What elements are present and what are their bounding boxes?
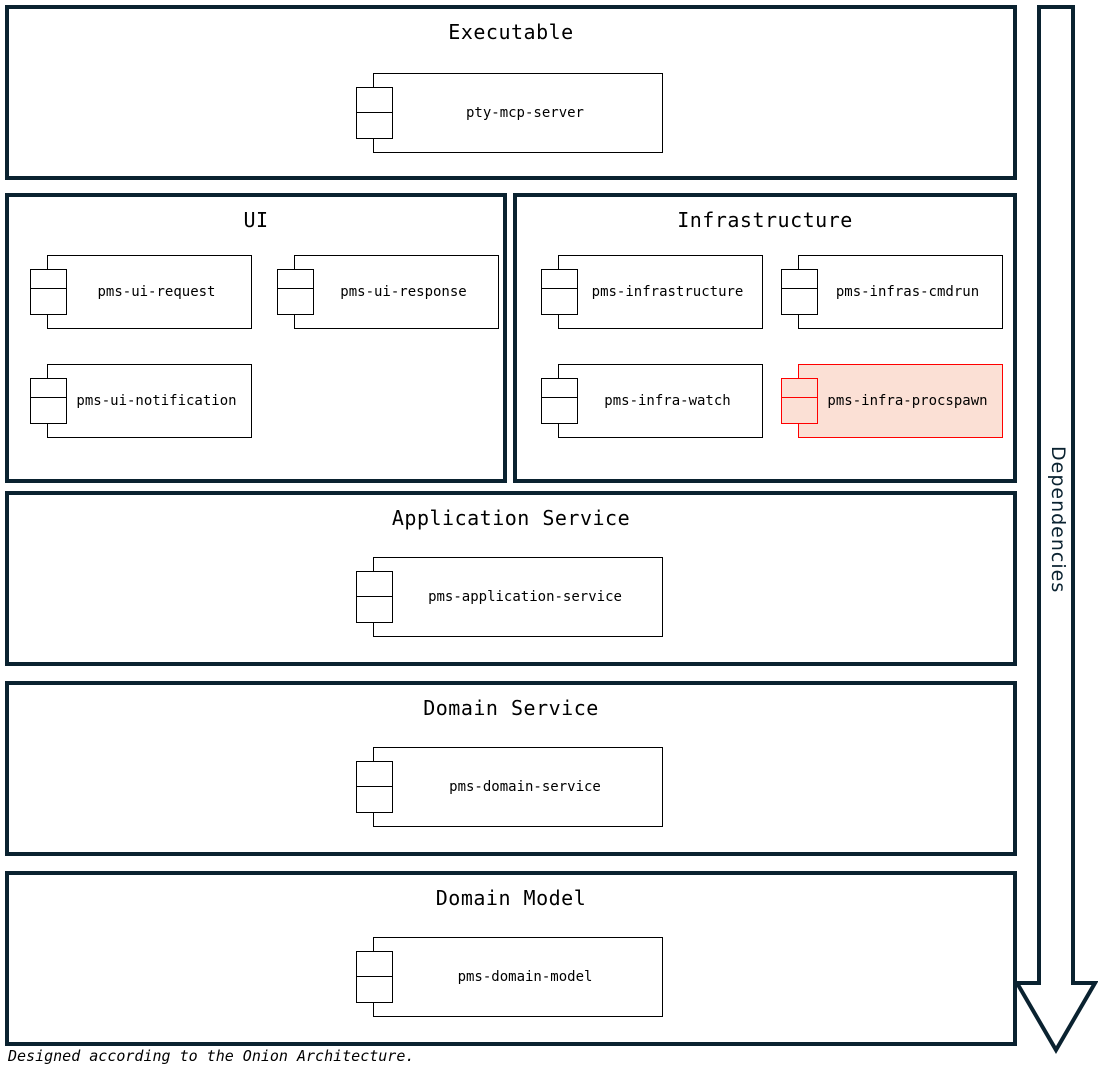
layer-title-executable: Executable (448, 20, 574, 44)
layer-title-application-service: Application Service (391, 506, 631, 530)
component-tab-icon (356, 112, 393, 139)
component-pms-domain-model[interactable]: pms-domain-model (356, 937, 663, 1017)
component-tab-icon (356, 761, 393, 788)
component-pms-domain-service[interactable]: pms-domain-service (356, 747, 663, 827)
component-pty-mcp-server[interactable]: pty-mcp-server (356, 73, 663, 153)
component-tab-icon (30, 397, 67, 424)
layer-domain-model: Domain Model pms-domain-model (5, 871, 1017, 1046)
component-label: pms-ui-request (97, 284, 216, 300)
component-pms-infra-watch[interactable]: pms-infra-watch (541, 364, 763, 438)
layer-title-infrastructure: Infrastructure (677, 208, 853, 232)
component-label: pms-ui-notification (76, 393, 237, 409)
component-tab-icon (356, 87, 393, 114)
component-pms-infrastructure[interactable]: pms-infrastructure (541, 255, 763, 329)
component-pms-ui-notification[interactable]: pms-ui-notification (30, 364, 252, 438)
component-tab-icon (781, 288, 818, 315)
layer-title-domain-model: Domain Model (435, 886, 587, 910)
diagram-caption: Designed according to the Onion Architec… (8, 1047, 415, 1065)
layer-infrastructure: Infrastructure pms-infrastructure pms-in… (513, 193, 1017, 483)
component-label: pms-infrastructure (591, 284, 744, 300)
layer-ui: UI pms-ui-request pms-ui-response pms-ui… (5, 193, 507, 483)
component-pms-ui-response[interactable]: pms-ui-response (277, 255, 499, 329)
layer-executable: Executable pty-mcp-server (5, 5, 1017, 180)
dependencies-arrow-icon (1014, 5, 1098, 1065)
component-label: pms-domain-service (449, 779, 601, 795)
component-label: pms-application-service (428, 589, 622, 605)
component-tab-icon (277, 288, 314, 315)
layer-domain-service: Domain Service pms-domain-service (5, 681, 1017, 856)
component-pms-application-service[interactable]: pms-application-service (356, 557, 663, 637)
layer-application-service: Application Service pms-application-serv… (5, 491, 1017, 666)
component-label: pms-infras-cmdrun (835, 284, 980, 300)
component-tab-icon (356, 596, 393, 623)
component-tab-icon (30, 288, 67, 315)
layer-title-ui: UI (243, 208, 269, 232)
component-tab-icon (356, 951, 393, 978)
component-label: pms-infra-watch (604, 393, 731, 409)
component-label: pms-ui-response (340, 284, 467, 300)
layer-title-domain-service: Domain Service (423, 696, 599, 720)
component-label: pms-infra-procspawn (827, 393, 988, 409)
component-tab-icon (781, 397, 818, 424)
component-pms-infras-cmdrun[interactable]: pms-infras-cmdrun (781, 255, 1003, 329)
component-tab-icon (356, 976, 393, 1003)
component-label: pms-domain-model (457, 969, 593, 985)
component-tab-icon (356, 571, 393, 598)
component-tab-icon (541, 397, 578, 424)
component-label: pty-mcp-server (465, 105, 584, 121)
component-pms-ui-request[interactable]: pms-ui-request (30, 255, 252, 329)
component-tab-icon (541, 288, 578, 315)
component-pms-infra-procspawn[interactable]: pms-infra-procspawn (781, 364, 1003, 438)
component-tab-icon (356, 786, 393, 813)
